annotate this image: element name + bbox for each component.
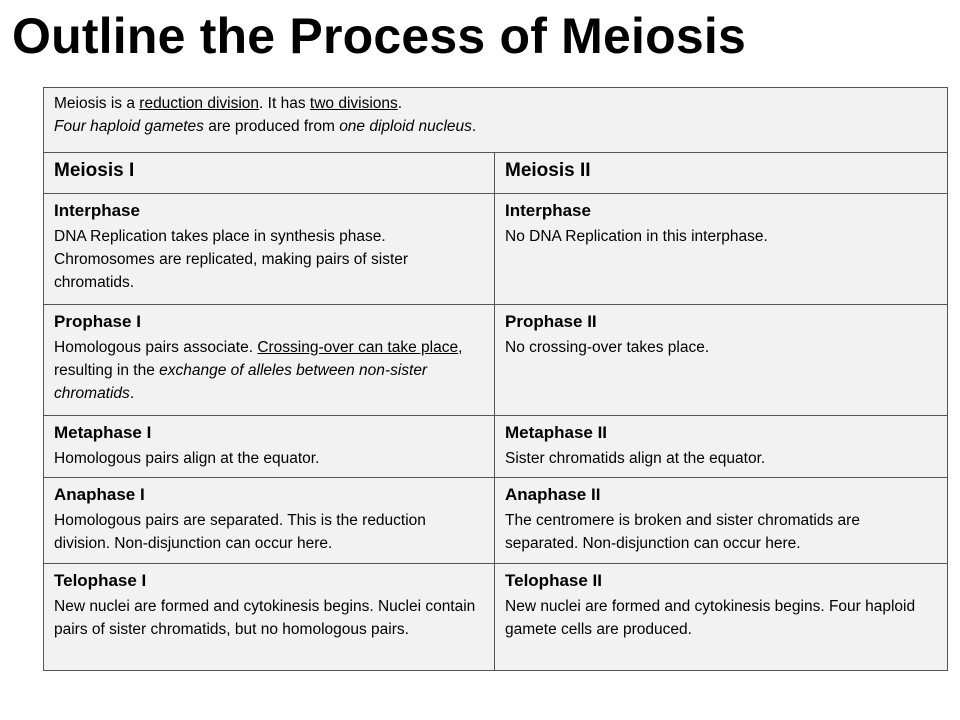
intro-text: . It has: [259, 95, 310, 112]
crossing-over-term: Crossing-over can take place: [257, 338, 459, 356]
intro-text: Meiosis is a: [54, 95, 140, 112]
phase-description: , resulting in the: [54, 338, 463, 379]
intro-cell: Meiosis is a reduction division. It has …: [43, 87, 948, 153]
table-row-prophase: Prophase I Homologous pairs associate. C…: [43, 304, 948, 416]
table-row-anaphase: Anaphase I Homologous pairs are separate…: [43, 477, 948, 564]
exchange-of-alleles-term: exchange of alleles between non-sister c…: [54, 361, 428, 402]
phase-title: Telophase I: [54, 571, 147, 590]
phase-description: Homologous pairs are separated. This is …: [54, 511, 426, 552]
intro-row: Meiosis is a reduction division. It has …: [43, 87, 948, 153]
cell-telophase-2: Telophase II New nuclei are formed and c…: [494, 563, 948, 671]
phase-description: New nuclei are formed and cytokinesis be…: [54, 597, 476, 638]
reduction-division-term: reduction division: [139, 95, 260, 112]
page-title: Outline the Process of Meiosis: [12, 8, 746, 64]
one-diploid-nucleus-term: one diploid nucleus: [339, 118, 472, 136]
phase-description: No crossing-over takes place.: [505, 338, 710, 356]
four-haploid-gametes-term: Four haploid gametes: [54, 118, 204, 136]
cell-metaphase-1: Metaphase I Homologous pairs align at th…: [43, 415, 495, 478]
table-row-telophase: Telophase I New nuclei are formed and cy…: [43, 563, 948, 671]
phase-title: Metaphase I: [54, 423, 152, 442]
phase-description: Sister chromatids align at the equator.: [505, 449, 766, 467]
phase-title: Interphase: [54, 201, 140, 220]
phase-title: Anaphase I: [54, 485, 145, 504]
intro-line-1: Meiosis is a reduction division. It has …: [54, 92, 937, 115]
cell-metaphase-2: Metaphase II Sister chromatids align at …: [494, 415, 948, 478]
phase-title: Telophase II: [505, 571, 602, 590]
cell-anaphase-1: Anaphase I Homologous pairs are separate…: [43, 477, 495, 564]
intro-line-2: Four haploid gametes are produced from o…: [54, 115, 937, 138]
column-header-meiosis-2: Meiosis II: [494, 152, 948, 194]
table-row-interphase: Interphase DNA Replication takes place i…: [43, 193, 948, 305]
header-row: Meiosis I Meiosis II: [43, 152, 948, 194]
meiosis-table: Meiosis is a reduction division. It has …: [43, 87, 948, 671]
intro-text: .: [471, 118, 477, 136]
phase-description: .: [129, 385, 135, 402]
phase-description: DNA Replication takes place in synthesis…: [54, 227, 409, 292]
phase-title: Prophase I: [54, 312, 141, 331]
cell-prophase-2: Prophase II No crossing-over takes place…: [494, 304, 948, 416]
intro-text: are produced from: [203, 118, 340, 136]
phase-title: Interphase: [505, 201, 591, 220]
table-row-metaphase: Metaphase I Homologous pairs align at th…: [43, 415, 948, 478]
column-header-meiosis-1: Meiosis I: [43, 152, 495, 194]
phase-description: Homologous pairs align at the equator.: [54, 449, 320, 467]
phase-description: New nuclei are formed and cytokinesis be…: [505, 597, 916, 638]
phase-title: Prophase II: [505, 312, 597, 331]
phase-description: Homologous pairs associate.: [54, 338, 258, 356]
cell-telophase-1: Telophase I New nuclei are formed and cy…: [43, 563, 495, 671]
phase-description: The centromere is broken and sister chro…: [505, 511, 860, 552]
two-divisions-term: two divisions: [309, 95, 398, 112]
phase-description: No DNA Replication in this interphase.: [505, 227, 768, 245]
cell-interphase-1: Interphase DNA Replication takes place i…: [43, 193, 495, 305]
phase-title: Metaphase II: [505, 423, 608, 442]
cell-prophase-1: Prophase I Homologous pairs associate. C…: [43, 304, 495, 416]
intro-text: .: [397, 95, 403, 112]
phase-title: Anaphase II: [505, 485, 601, 504]
cell-interphase-2: Interphase No DNA Replication in this in…: [494, 193, 948, 305]
cell-anaphase-2: Anaphase II The centromere is broken and…: [494, 477, 948, 564]
